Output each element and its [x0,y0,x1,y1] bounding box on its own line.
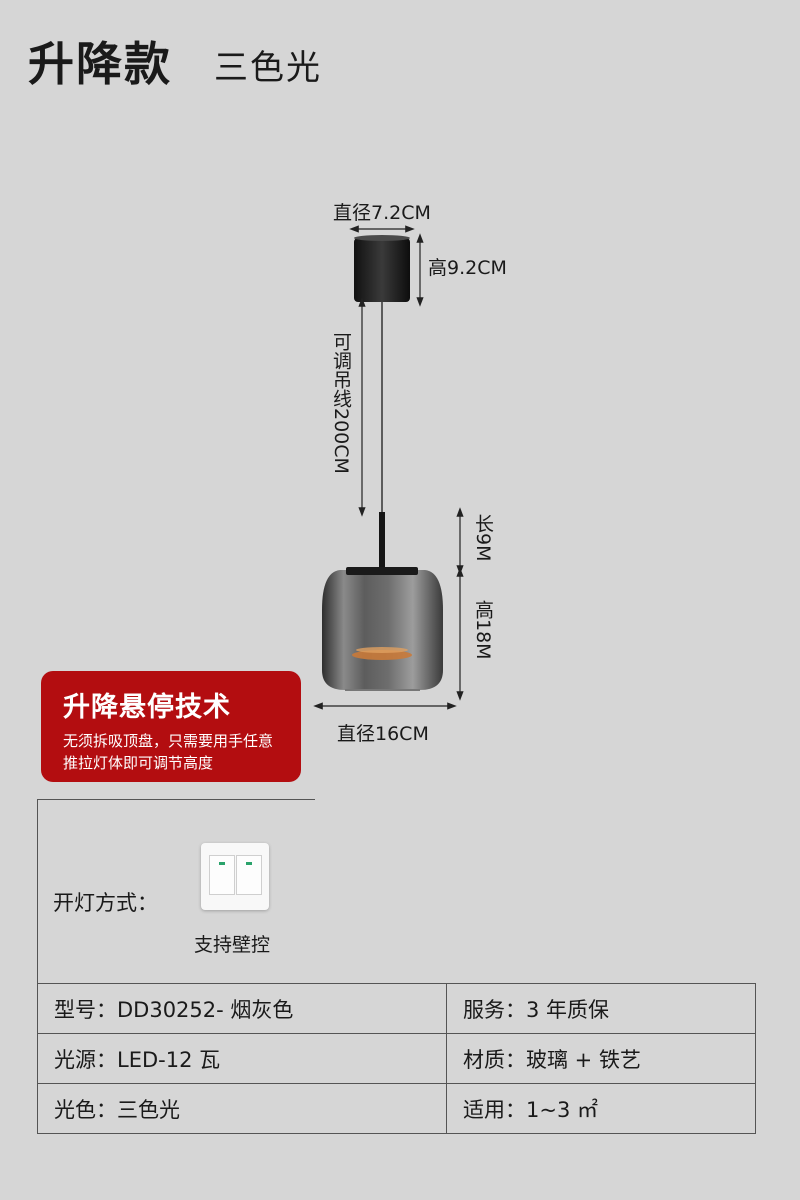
canopy-diameter-label: 直径7.2CM [333,202,431,224]
spec-material: 材质：玻璃 + 铁艺 [446,1033,756,1084]
switch-key-right [236,855,262,895]
feature-description: 无须拆吸顶盘，只需要用手任意 推拉灯体即可调节高度 [63,730,301,774]
table-row: 光色：三色光 适用：1~3 ㎡ [37,1083,756,1134]
table-row: 光源：LED-12 瓦 材质：玻璃 + 铁艺 [37,1033,756,1084]
switch-method-label: 开灯方式： [53,891,158,915]
feature-desc-line2: 推拉灯体即可调节高度 [63,754,214,772]
spec-light-color: 光色：三色光 [37,1083,447,1134]
spec-service: 服务：3 年质保 [446,983,756,1034]
glass-shade [322,570,443,690]
spec-table: 型号：DD30252- 烟灰色 服务：3 年质保 光源：LED-12 瓦 材质：… [37,983,756,1134]
spec-light-source: 光源：LED-12 瓦 [37,1033,447,1084]
canopy-height-label: 高9.2CM [428,257,507,279]
canopy [354,238,410,302]
spec-model: 型号：DD30252- 烟灰色 [37,983,447,1034]
pendant-lamp-illustration [313,225,464,710]
switch-caption: 支持壁控 [194,934,271,956]
stem [379,512,385,570]
spec-applicable-area: 适用：1~3 ㎡ [446,1083,756,1134]
page-subtitle: 三色光 [214,48,322,88]
switch-section [37,799,315,984]
wall-switch-icon [201,843,269,910]
feature-badge: 升降悬停技术 无须拆吸顶盘，只需要用手任意 推拉灯体即可调节高度 [41,671,301,782]
stem-length-label: 长9M [472,514,494,562]
feature-desc-line1: 无须拆吸顶盘，只需要用手任意 [63,732,274,750]
shade-height-label: 高18M [472,600,494,660]
page-title: 升降款 [28,37,172,91]
table-row: 型号：DD30252- 烟灰色 服务：3 年质保 [37,983,756,1034]
cable-length-label: 可调吊线200CM [330,332,352,474]
feature-title: 升降悬停技术 [63,692,231,723]
switch-key-left [209,855,235,895]
shade-diameter-label: 直径16CM [337,723,429,745]
